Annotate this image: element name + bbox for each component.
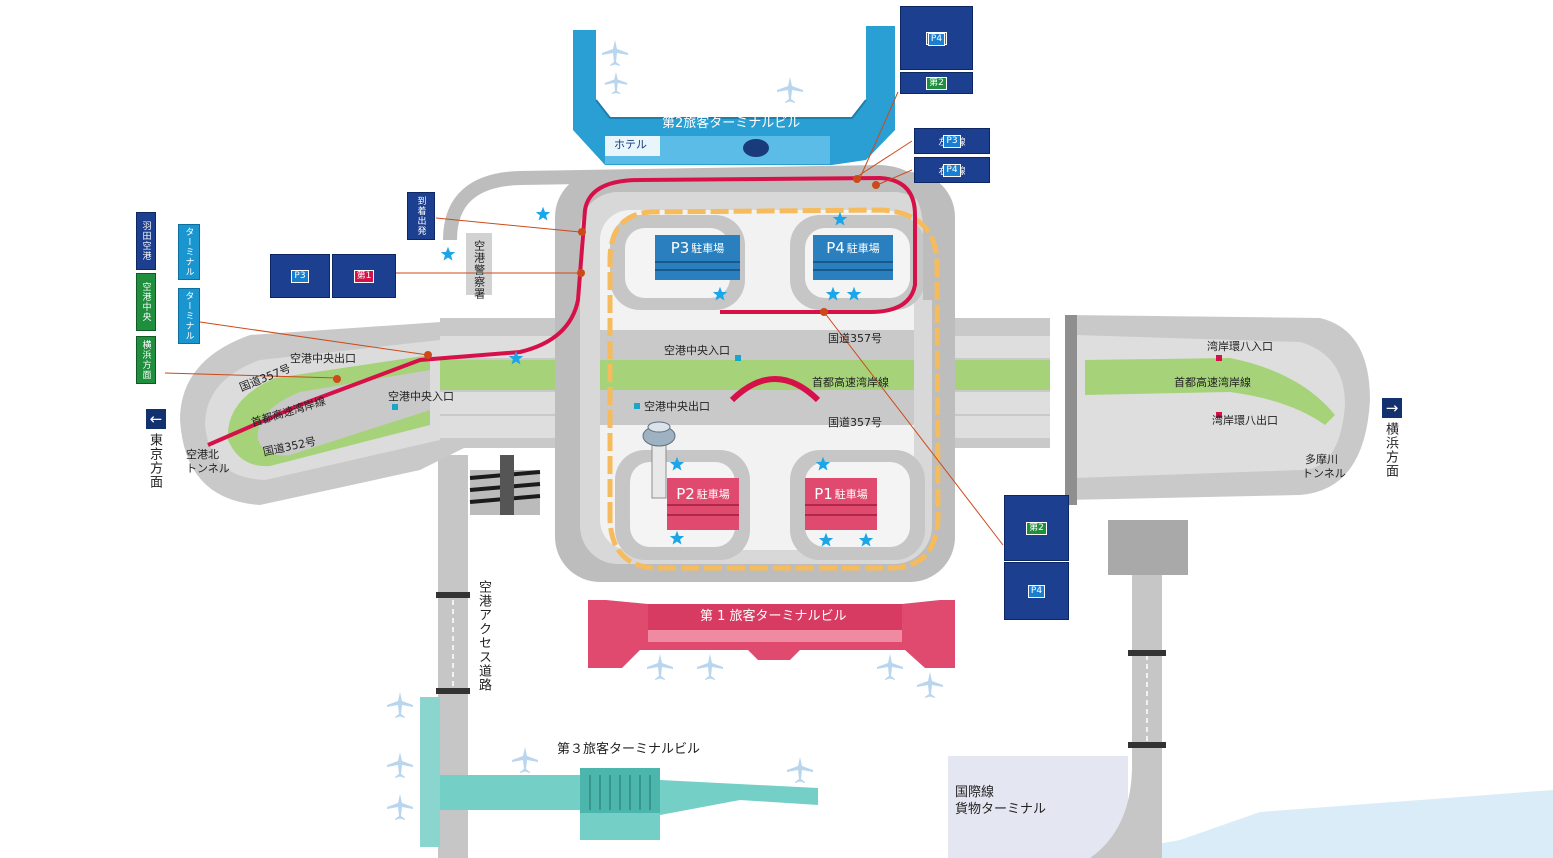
p4-suffix: 駐車場 [846,242,880,255]
road-357-center-bottom: 国道357号 [828,416,882,429]
sign-t2-lane-chip: 第2 [926,76,947,90]
p2-id: P2 [676,485,695,503]
yokohama-dir-sign-text: 横浜方面 [140,340,151,380]
p3-building [655,235,740,280]
p4-right-lane-sign: 右車線 P4 [914,157,990,183]
yokohama-dir-sign: 横浜方面 [136,336,156,384]
police-label: 空港警察署 [472,240,486,300]
cargo-area [948,756,1128,858]
terminal-sign-2: ターミナル [178,288,200,344]
hotel-label: ホテル [614,138,647,151]
p1-building [805,478,877,530]
control-tower [642,421,676,499]
central-entrance-left-label: 空港中央入口 [388,390,454,403]
terminal3-label: 第３旅客ターミナルビル [557,742,701,757]
route-dots [333,175,880,383]
yokohama-arrow-icon: → [1382,398,1402,418]
p4-right-lane-chip: P4 [943,163,961,177]
terminal1-lane-sign: P4 [1004,562,1069,620]
yokohama-direction-label: 横浜方面 [1382,422,1398,478]
sign-p4-chip-top: P4 [927,32,946,46]
p3-left-lane-chip: P3 [943,134,961,148]
cargo-label-1: 国際線 [955,785,995,800]
p3-suffix: 駐車場 [691,242,725,255]
haneda-sign: 羽田空港 [136,212,156,270]
tamagawa-tunnel-label-2: トンネル [1302,467,1346,480]
terminal2-lane-sign: 第2 [900,72,973,94]
p3-id: P3 [670,239,690,257]
road-357-center-top: 国道357号 [828,332,882,345]
terminal-sign-1: ターミナル [178,224,200,280]
wangan-right-label: 首都高速湾岸線 [1174,376,1251,389]
tokyo-arrow-icon: ← [146,409,166,429]
wangan-center-label: 首都高速湾岸線 [812,376,889,389]
access-road-label: 空港アクセス道路 [475,580,491,692]
tamagawa-tunnel-label-1: 多摩川 [1305,453,1338,466]
departure-sign: 出発 P3 [270,254,330,298]
leader-lines [164,91,1004,546]
arrival-sign: 到着 第1 [332,254,396,298]
t1-sign-t2-chip: 第2 [1026,521,1047,535]
terminal2-overhead-sign: 第2 P4 [900,6,973,70]
north-tunnel-label-1: 空港北 [186,448,219,461]
p1-suffix: 駐車場 [834,488,868,501]
multistory-garage [469,455,541,515]
north-tunnel-label-2: トンネル [186,462,230,475]
terminal2-building [573,26,895,165]
departure-sign-p3: P3 [291,269,309,283]
terminal-sign-1-text: ターミナル [183,227,194,277]
exit-central-sign: 空港中央 [136,273,156,331]
terminal1-label: 第 1 旅客ターミナルビル [700,609,847,624]
central-exit-left-label: 空港中央出口 [290,352,356,365]
water-area [1080,790,1553,858]
terminal2-label: 第2旅客ターミナルビル [662,116,801,131]
central-entrance-top-label: 空港中央入口 [664,344,730,357]
terminal1-building [588,600,955,668]
exit-central-sign-text: 空港中央 [140,282,151,322]
p1-id: P1 [814,485,833,503]
p4-id: P4 [826,239,845,257]
wangan8-entrance-label: 湾岸環八入口 [1207,340,1273,353]
red-route [207,175,917,447]
p2-suffix: 駐車場 [696,488,730,501]
cargo-label-2: 貨物ターミナル [955,802,1047,817]
tokyo-direction-label: 東京方面 [146,433,162,489]
terminal3-building [420,697,818,847]
p4-building [813,235,893,280]
depart-arrive-text: 到着出発 [415,196,426,236]
wangan8-exit-label: 湾岸環八出口 [1212,414,1278,427]
terminal1-overhead-sign: 第1 第2 [1004,495,1069,561]
p3-left-lane-sign: 左車線 P3 [914,128,990,154]
central-exit-center-label: 空港中央出口 [644,400,710,413]
t1-lane-p-chip: P4 [1027,584,1046,598]
arrival-sign-t1: 第1 [353,269,375,283]
p2-building [667,478,739,530]
police-building [466,233,492,295]
depart-arrive-sign: 到着出発 [407,192,435,240]
orange-route [607,207,941,571]
haneda-sign-text: 羽田空港 [140,221,151,261]
terminal-sign-2-text: ターミナル [183,291,194,341]
